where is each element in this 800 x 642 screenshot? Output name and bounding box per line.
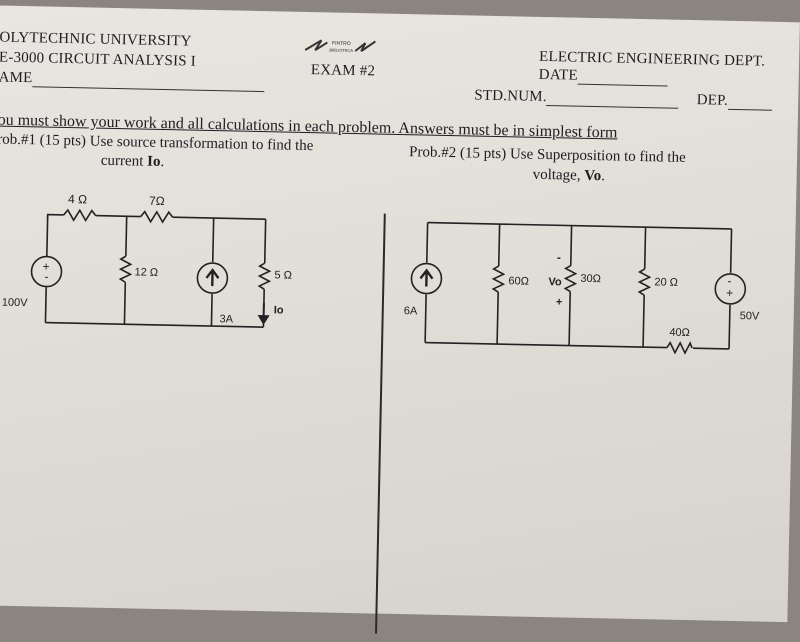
logo-bottom-text: BIBLIOTECA xyxy=(329,47,353,52)
resistor-40ohm xyxy=(666,341,693,355)
problem2-target-var: Vo xyxy=(584,167,602,185)
circuit1-diagram: + - 4 Ω 7Ω 12 Ω 5 Ω 100V 3A Io xyxy=(2,192,292,328)
label-100v: 100V xyxy=(2,297,29,310)
dep-label: DEP. xyxy=(696,92,729,109)
label-7ohm: 7Ω xyxy=(149,194,165,208)
label-vo: Vo xyxy=(548,276,562,288)
resistor-12ohm xyxy=(118,255,133,283)
voltage-source-50v xyxy=(714,273,747,305)
resistor-20ohm xyxy=(637,268,652,296)
label-3a: 3A xyxy=(219,313,233,325)
label-20ohm: 20 Ω xyxy=(654,276,678,288)
stdnum-blank[interactable] xyxy=(546,105,679,109)
vsrc2-plus: + xyxy=(726,286,733,300)
label-4ohm: 4 Ω xyxy=(68,192,87,206)
label-5ohm: 5 Ω xyxy=(274,269,292,281)
vo-minus: - xyxy=(557,250,561,264)
logo-top-text: FINTRO xyxy=(332,41,351,47)
label-60ohm: 60Ω xyxy=(508,275,529,287)
date-field: DATE xyxy=(539,67,668,87)
label-50v: 50V xyxy=(740,310,760,322)
exam-title: EXAM #2 xyxy=(310,62,376,80)
problem2-statement-line2: voltage, Vo. xyxy=(532,166,606,185)
label-12ohm: 12 Ω xyxy=(134,266,158,278)
student-number-field: STD.NUM. DEP. xyxy=(474,88,772,111)
problem1-statement-line2: current Io. xyxy=(100,152,165,171)
date-blank[interactable] xyxy=(577,83,668,87)
label-30ohm: 30Ω xyxy=(580,273,601,285)
arrow-up-icon xyxy=(205,268,220,287)
logo: FINTRO BIBLIOTECA xyxy=(301,32,382,67)
vo-plus: + xyxy=(556,296,563,308)
resistor-60ohm xyxy=(491,265,506,293)
name-field: AME xyxy=(0,70,265,93)
resistor-4ohm xyxy=(63,208,97,222)
vsrc-minus: - xyxy=(44,270,48,284)
name-blank[interactable] xyxy=(32,86,265,93)
column-divider xyxy=(375,213,386,634)
current-source-6a xyxy=(410,262,443,295)
label-6a: 6A xyxy=(404,305,418,317)
circuit2-diagram: 6A 60Ω - Vo + 30Ω 20 Ω 40Ω 50V - + xyxy=(404,221,760,355)
resistor-5ohm xyxy=(257,262,272,290)
dep-blank[interactable] xyxy=(727,108,772,111)
resistor-30ohm xyxy=(563,264,578,293)
label-40ohm: 40Ω xyxy=(669,327,690,339)
stdnum-label: STD.NUM. xyxy=(474,87,547,106)
name-label: AME xyxy=(0,69,33,87)
resistor-7ohm xyxy=(140,210,174,224)
current-source-3a xyxy=(196,262,229,294)
university-name: OLYTECHNIC UNIVERSITY xyxy=(0,29,192,50)
vsrc-plus: + xyxy=(42,260,49,274)
date-label: DATE xyxy=(538,66,579,84)
vsrc2-minus: - xyxy=(727,274,731,288)
problem1-target-var: Io xyxy=(146,153,161,170)
course-title: E-3000 CIRCUIT ANALYSIS I xyxy=(0,49,197,70)
problem2-statement: Prob.#2 (15 pts) Use Superposition to fi… xyxy=(408,144,686,166)
logo-mark: FINTRO BIBLIOTECA xyxy=(304,39,376,53)
exam-sheet: FINTRO BIBLIOTECA OLYTECHNIC UNIVERSITY … xyxy=(0,5,800,634)
arrow-down-icon xyxy=(257,315,270,326)
arrow-up-icon xyxy=(419,268,434,287)
label-io: Io xyxy=(274,304,284,316)
